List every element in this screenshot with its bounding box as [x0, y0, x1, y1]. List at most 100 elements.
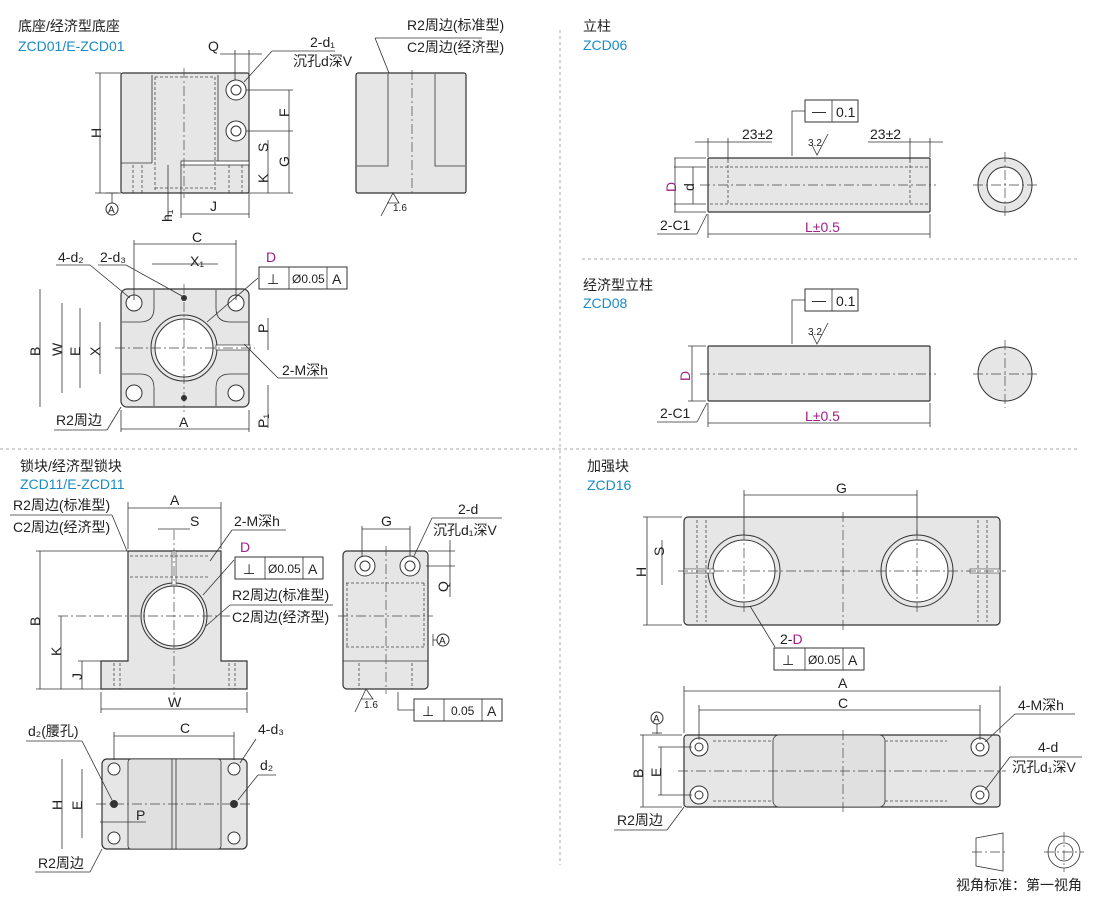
- first-angle-cone-icon: [975, 832, 1004, 872]
- label-2-M-depth: 2-M深h: [282, 362, 328, 378]
- straightness-icon: —: [812, 292, 826, 308]
- perpendicularity-icon: ⊥: [422, 703, 434, 719]
- dim-X: X: [87, 346, 103, 356]
- tolerance-datum: A: [332, 271, 342, 287]
- dim-H: H: [49, 800, 65, 810]
- label-2-prefix: 2-: [780, 631, 793, 647]
- dim-G: G: [276, 156, 292, 167]
- dim-J: J: [210, 198, 217, 214]
- perpendicularity-icon: ⊥: [782, 652, 794, 668]
- label-d2: d₂: [260, 757, 273, 773]
- first-angle-circle-icon: [1044, 832, 1084, 872]
- projection-label: 视角标准：第一视角: [956, 877, 1082, 893]
- dim-23-right: 23±2: [870, 126, 901, 142]
- dim-G: G: [381, 513, 392, 529]
- label-4-d3: 4-d₃: [258, 721, 284, 737]
- section-code: ZCD06: [583, 37, 628, 53]
- label-r2: R2周边: [56, 412, 102, 428]
- datum-label: A: [439, 636, 446, 647]
- section-title: 立柱: [583, 18, 611, 34]
- label-D: D: [266, 249, 276, 265]
- zcd11-bottom-view: C d₂(腰孔) 4-d₃ d₂ H E P R2周边: [26, 720, 284, 873]
- datum-a-marker: [650, 711, 664, 725]
- tolerance-frame: — 0.1: [804, 99, 859, 123]
- label-chamfer: 2-C1: [660, 217, 691, 233]
- tolerance-frame-2: ⊥ 0.05 A: [413, 698, 503, 722]
- section-code: ZCD11/E-ZCD11: [20, 476, 125, 492]
- roughness-label: 3.2: [808, 138, 822, 149]
- zcd11-front-view: R2周边(标准型) C2周边(经济型) A S 2-M深h D ⊥ Ø0.05 …: [10, 492, 333, 713]
- datum-a-marker: [436, 633, 450, 647]
- straightness-icon: —: [812, 103, 826, 119]
- dim-23-left: 23±2: [742, 126, 773, 142]
- section-zcd16: 加强块 ZCD16 G H S 2-D ⊥ Ø0.05 A: [587, 458, 1084, 893]
- tolerance-value: Ø0.05: [808, 653, 841, 667]
- dim-X1: X₁: [190, 253, 204, 269]
- label-chamfer: 2-C1: [660, 405, 691, 421]
- label-4-d2: 4-d₂: [58, 249, 84, 265]
- dim-Q: Q: [208, 38, 219, 54]
- dim-P: P: [255, 324, 271, 333]
- tolerance-value: 0.1: [836, 293, 856, 309]
- dim-P1: P₁: [255, 414, 271, 428]
- dim-W: W: [49, 342, 65, 356]
- dim-J: J: [69, 673, 85, 680]
- tolerance-frame: ⊥ Ø0.05 A: [258, 266, 348, 290]
- dim-B: B: [27, 347, 43, 356]
- dim-L: L±0.5: [805, 408, 840, 424]
- label-r2-standard: R2周边(标准型): [407, 17, 504, 33]
- zcd11-side-view: G 2-d 沉孔d₁深V Q A 1.6 ⊥ 0.05 A: [338, 501, 503, 722]
- tolerance-value: 0.1: [836, 104, 856, 120]
- dim-H: H: [633, 567, 649, 577]
- dim-H: H: [88, 128, 104, 138]
- dim-S: S: [651, 547, 667, 556]
- section-title: 经济型立柱: [583, 277, 653, 293]
- label-c2-economy: C2周边(经济型): [407, 39, 504, 55]
- zcd01-top-view: C X₁ 4-d₂ 2-d₃ B W E X D ⊥ Ø0.05 A P 2-M…: [27, 229, 348, 432]
- dim-W: W: [168, 694, 182, 710]
- perpendicularity-icon: ⊥: [267, 271, 279, 287]
- dim-L: L±0.5: [805, 219, 840, 235]
- section-zcd11: 锁块/经济型锁块 ZCD11/E-ZCD11 R2周边(标准型) C2周边(经济…: [10, 458, 503, 873]
- label-2-M-depth: 2-M深h: [234, 513, 280, 529]
- label-D: D: [240, 539, 250, 555]
- section-zcd06: 立柱 ZCD06 — 0.1 3.2 23±2 23±2 D d 2-C1 L±…: [583, 18, 1037, 238]
- label-4-d: 4-d: [1038, 739, 1058, 755]
- dim-d: d: [681, 183, 697, 191]
- tolerance-datum: A: [848, 652, 858, 668]
- label-counterbore: 沉孔d₁深V: [433, 522, 498, 538]
- datum-a-marker: [105, 202, 119, 216]
- section-zcd08: 经济型立柱 ZCD08 — 0.1 3.2 D 2-C1 L±0.5: [583, 277, 1037, 427]
- dim-D: D: [663, 182, 679, 192]
- tolerance-value: 0.05: [451, 704, 475, 718]
- dim-Q: Q: [435, 581, 451, 592]
- label-counterbore: 沉孔d深V: [293, 53, 353, 69]
- dim-K: K: [48, 646, 64, 656]
- tolerance-datum: A: [308, 561, 318, 577]
- dim-S: S: [190, 513, 199, 529]
- label-2-d1: 2-d₁: [310, 34, 335, 50]
- dim-E: E: [69, 801, 85, 810]
- tolerance-frame: — 0.1: [804, 288, 859, 312]
- dim-A: A: [179, 414, 189, 430]
- label-r2-standard: R2周边(标准型): [13, 497, 110, 513]
- section-code: ZCD16: [587, 477, 632, 493]
- dim-K: K: [255, 173, 271, 183]
- dim-P: P: [136, 807, 145, 823]
- label-d2-slot: d₂(腰孔): [28, 723, 79, 739]
- dim-E: E: [648, 768, 664, 777]
- dim-h1: h₁: [159, 209, 175, 222]
- tolerance-frame: ⊥ Ø0.05 A: [234, 556, 324, 580]
- label-2-D: 2-D: [780, 631, 803, 647]
- roughness-label: 1.6: [364, 700, 378, 711]
- dim-F: F: [276, 108, 292, 117]
- dim-A: A: [170, 492, 180, 508]
- dim-C: C: [192, 229, 202, 245]
- roughness-label: 3.2: [808, 327, 822, 338]
- label-c2-economy: C2周边(经济型): [13, 519, 110, 535]
- dim-B: B: [27, 617, 43, 626]
- zcd16-top-view: G H S 2-D ⊥ Ø0.05 A: [633, 480, 1006, 671]
- section-zcd01: 底座/经济型底座 ZCD01/E-ZCD01 H Q 2-d₁ 沉孔d深V: [18, 17, 504, 432]
- label-4-M-depth: 4-M深h: [1018, 697, 1064, 713]
- label-2-d: 2-d: [458, 501, 478, 517]
